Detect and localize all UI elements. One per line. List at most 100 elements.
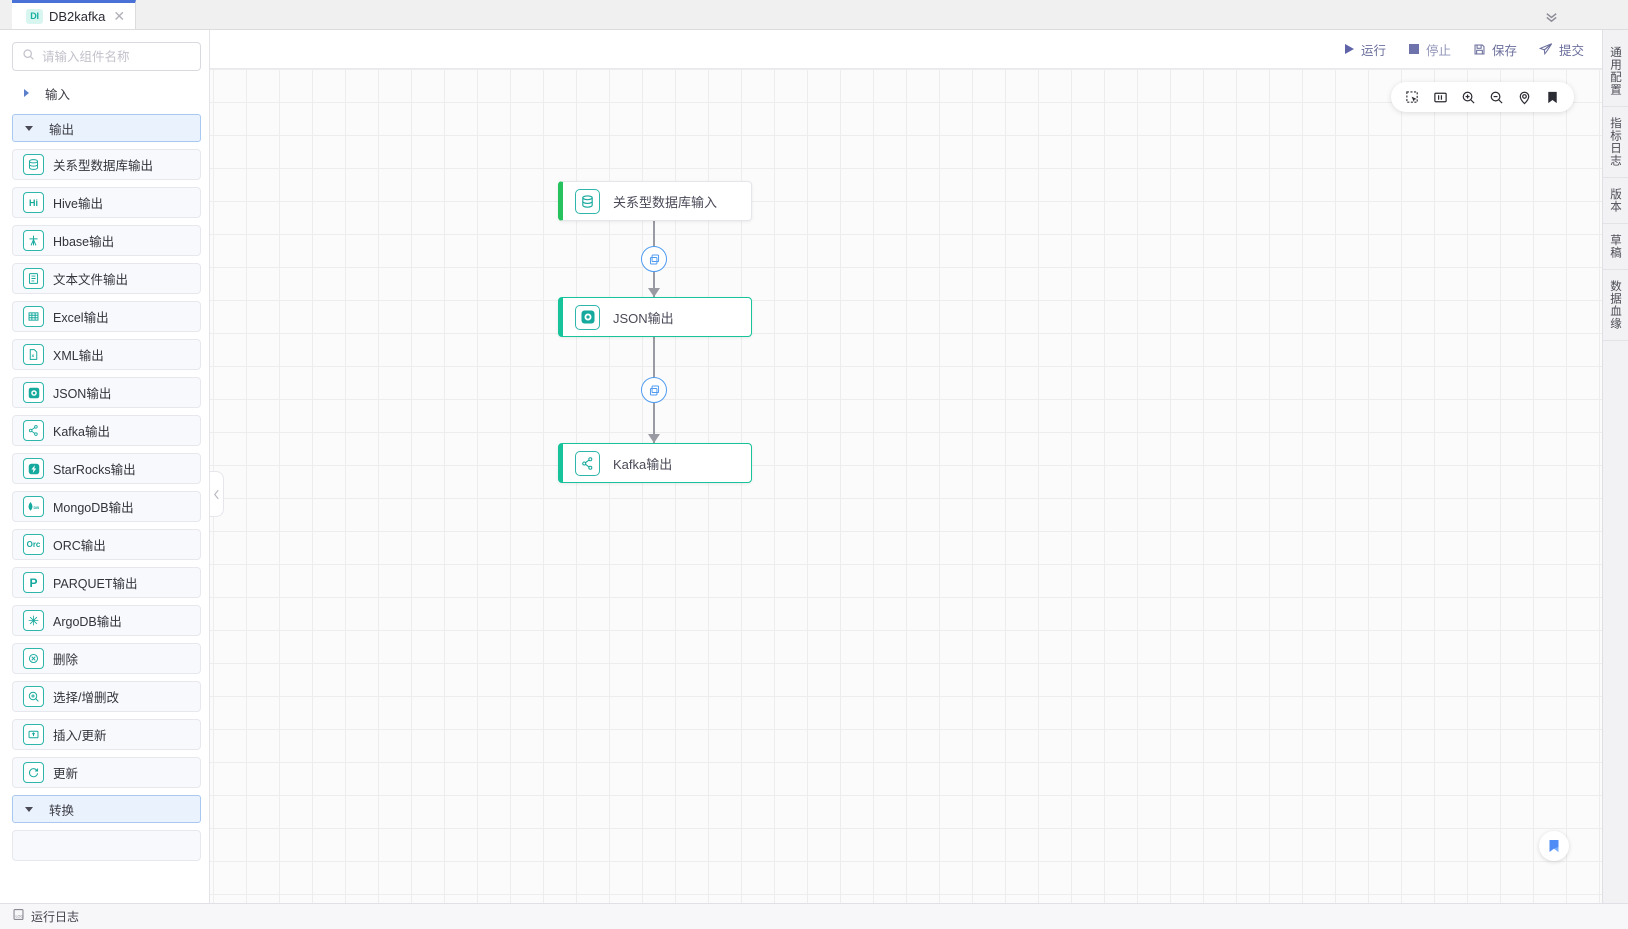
component-palette-panel: 输入 输出 关系型数据库输出 [0, 30, 210, 903]
palette-group-input[interactable]: 输入 [12, 79, 201, 107]
palette-item-label: Kafka输出 [53, 425, 110, 439]
palette-group-transform[interactable]: 转换 [12, 795, 201, 823]
flow-node-json-output[interactable]: JSON输出 [558, 297, 752, 337]
palette-item-hive-output[interactable]: Hi Hive输出 [12, 187, 201, 218]
palette-item-label: MongoDB输出 [53, 501, 134, 515]
rail-item-draft[interactable]: 草稿 [1603, 224, 1628, 270]
select-area-icon[interactable] [1405, 90, 1420, 105]
insert-update-icon [23, 724, 44, 745]
palette-item-update[interactable]: 更新 [12, 757, 201, 788]
editor-toolbar: 运行 停止 保存 提交 [210, 30, 1602, 69]
palette-item-label: 选择/增删改 [53, 691, 119, 705]
palette-item-label: Excel输出 [53, 311, 109, 325]
submit-label: 提交 [1558, 43, 1584, 58]
chevron-double-down-icon[interactable] [1540, 5, 1562, 27]
palette-item-excel-output[interactable]: Excel输出 [12, 301, 201, 332]
flow-node-label: JSON输出 [613, 310, 674, 326]
palette-group-label: 输入 [45, 87, 71, 102]
parquet-icon: P [23, 572, 44, 593]
search-input[interactable] [42, 49, 191, 64]
palette-item-mongodb-output[interactable]: DB MongoDB输出 [12, 491, 201, 522]
save-label: 保存 [1491, 43, 1517, 58]
zoom-in-icon[interactable] [1461, 90, 1476, 105]
palette-item-select-modify[interactable]: 选择/增删改 [12, 681, 201, 712]
palette-item-label: StarRocks输出 [53, 463, 136, 477]
palette-group-output[interactable]: 输出 [12, 114, 201, 142]
stop-button[interactable]: 停止 [1408, 40, 1451, 59]
database-icon [23, 154, 44, 175]
kafka-icon [23, 420, 44, 441]
close-icon[interactable]: ✕ [113, 8, 126, 24]
svg-text:DB: DB [34, 505, 40, 510]
zoom-out-icon[interactable] [1489, 90, 1504, 105]
tab-type-badge: DI [26, 8, 43, 24]
select-modify-icon [23, 686, 44, 707]
palette-group-label: 转换 [49, 803, 75, 818]
palette-item-relational-db-output[interactable]: 关系型数据库输出 [12, 149, 201, 180]
save-button[interactable]: 保存 [1473, 40, 1517, 59]
bookmark-fab-button[interactable] [1539, 831, 1569, 861]
palette-item-label: ArgoDB输出 [53, 615, 122, 629]
bottom-status-bar: LOG 运行日志 [0, 903, 1628, 929]
submit-button[interactable]: 提交 [1538, 40, 1584, 59]
palette-item-label: Hbase输出 [53, 235, 115, 249]
delete-icon [23, 648, 44, 669]
palette-item-insert-update[interactable]: 插入/更新 [12, 719, 201, 750]
flow-node-relational-db-input[interactable]: 关系型数据库输入 [558, 181, 752, 221]
palette-item-text-file-output[interactable]: 文本文件输出 [12, 263, 201, 294]
stop-icon [1408, 44, 1419, 54]
panel-collapse-handle[interactable] [210, 471, 224, 517]
rail-item-version[interactable]: 版本 [1603, 178, 1628, 224]
fit-view-icon[interactable] [1433, 90, 1448, 105]
orc-icon: Orc [23, 534, 44, 555]
palette-item-label: ORC输出 [53, 539, 106, 553]
search-box[interactable] [12, 42, 201, 71]
palette-item-parquet-output[interactable]: P PARQUET输出 [12, 567, 201, 598]
palette-item-label: JSON输出 [53, 387, 112, 401]
play-icon [1344, 44, 1354, 54]
palette-item-label: Hive输出 [53, 197, 104, 211]
palette-item-kafka-output[interactable]: Kafka输出 [12, 415, 201, 446]
flow-node-kafka-output[interactable]: Kafka输出 [558, 443, 752, 483]
palette-item-label: 删除 [53, 653, 79, 667]
edge-arrow-1 [648, 288, 660, 297]
locate-icon[interactable] [1517, 90, 1532, 105]
palette-item-label: 文本文件输出 [53, 273, 129, 287]
run-log-label[interactable]: 运行日志 [31, 910, 80, 924]
svg-text:LOG: LOG [15, 914, 23, 918]
palette-item-json-output[interactable]: JSON输出 [12, 377, 201, 408]
edge-badge-copy-icon-2[interactable] [641, 377, 667, 403]
text-file-icon [23, 268, 44, 289]
tab-bar: DI DB2kafka ✕ [0, 0, 1628, 30]
rail-item-general-config[interactable]: 通用配置 [1603, 36, 1628, 107]
palette-item-label: 插入/更新 [53, 729, 107, 743]
edge-arrow-2 [648, 434, 660, 443]
run-label: 运行 [1360, 43, 1386, 58]
palette-group-label: 输出 [49, 122, 75, 137]
rail-item-data-lineage[interactable]: 数据血缘 [1603, 270, 1628, 341]
run-button[interactable]: 运行 [1343, 40, 1386, 59]
flow-node-label: 关系型数据库输入 [613, 194, 718, 210]
tab-title: DB2kafka [49, 8, 106, 24]
mongodb-icon: DB [23, 496, 44, 517]
edge-badge-copy-icon-1[interactable] [641, 246, 667, 272]
palette-item-partial[interactable] [12, 830, 201, 861]
bookmark-icon [1549, 840, 1559, 852]
canvas-area: 运行 停止 保存 提交 [210, 30, 1602, 903]
palette-item-orc-output[interactable]: Orc ORC输出 [12, 529, 201, 560]
database-icon [575, 188, 600, 214]
json-icon [575, 304, 600, 330]
palette-item-hbase-output[interactable]: Hbase输出 [12, 225, 201, 256]
save-icon [1474, 44, 1485, 54]
tab-db2kafka[interactable]: DI DB2kafka ✕ [12, 0, 137, 29]
palette-item-starrocks-output[interactable]: StarRocks输出 [12, 453, 201, 484]
palette-item-argodb-output[interactable]: ArgoDB输出 [12, 605, 201, 636]
flow-node-label: Kafka输出 [613, 456, 673, 472]
body-row: 输入 输出 关系型数据库输出 [0, 30, 1628, 903]
rail-item-metric-log[interactable]: 指标日志 [1603, 107, 1628, 178]
flow-canvas[interactable]: 关系型数据库输入 JSON输出 [210, 69, 1602, 903]
palette-item-xml-output[interactable]: x XML输出 [12, 339, 201, 370]
bookmark-icon[interactable] [1545, 90, 1560, 105]
palette-item-delete[interactable]: 删除 [12, 643, 201, 674]
